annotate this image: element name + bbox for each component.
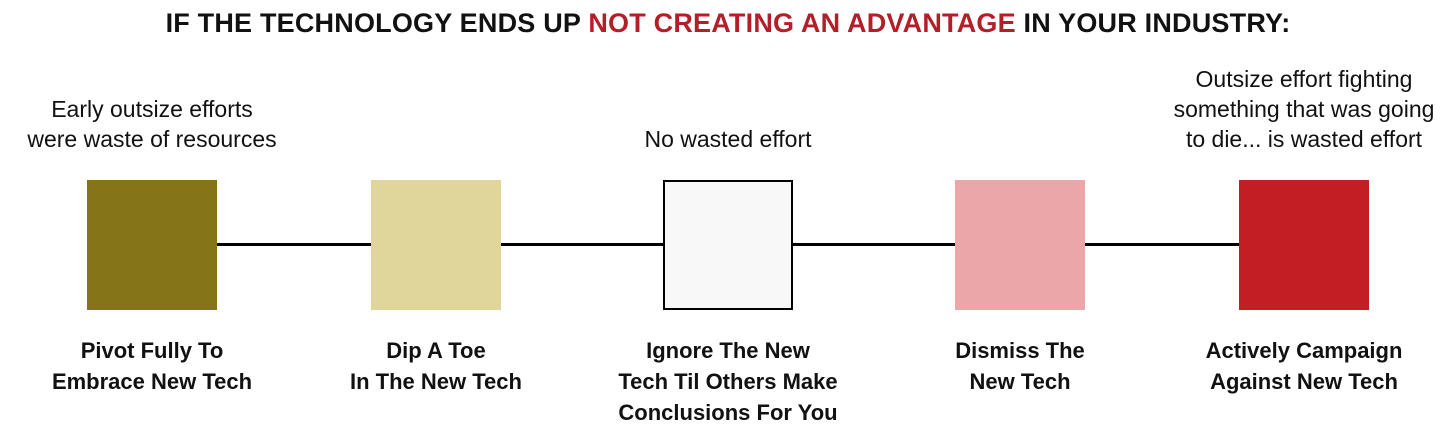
title-highlight: NOT CREATING AN ADVANTAGE <box>588 8 1016 38</box>
diagram-title: IF THE TECHNOLOGY ENDS UP NOT CREATING A… <box>0 8 1456 39</box>
stage-dismiss: Dismiss The New Tech <box>870 0 1170 437</box>
label-line: Pivot Fully To <box>80 338 224 363</box>
stage-color-box <box>663 180 793 310</box>
label-line: Dismiss The <box>955 338 1085 363</box>
stage-label: Dip A Toe In The New Tech <box>286 335 586 397</box>
stage-label: Ignore The New Tech Til Others Make Conc… <box>578 335 878 428</box>
stage-dip-a-toe: Dip A Toe In The New Tech <box>286 0 586 437</box>
stage-ignore: No wasted effort Ignore The New Tech Til… <box>578 0 878 437</box>
stage-label: Dismiss The New Tech <box>870 335 1170 397</box>
note-line: Outsize effort fighting <box>1195 66 1413 92</box>
note-line: something that was going <box>1173 96 1435 122</box>
label-line: Ignore The New <box>646 338 810 363</box>
stage-pivot-fully: Early outsize efforts were waste of reso… <box>2 0 302 437</box>
note-line: No wasted effort <box>644 126 812 152</box>
stage-color-box <box>371 180 501 310</box>
label-line: Dip A Toe <box>386 338 486 363</box>
label-line: Embrace New Tech <box>51 369 253 394</box>
note-line: were waste of resources <box>27 126 277 152</box>
label-line: Tech Til Others Make <box>618 369 838 394</box>
label-line: Conclusions For You <box>618 400 838 425</box>
title-suffix: IN YOUR INDUSTRY: <box>1015 8 1291 38</box>
stage-label: Actively Campaign Against New Tech <box>1154 335 1454 397</box>
label-line: In The New Tech <box>350 369 522 394</box>
stage-note: Outsize effort fighting something that w… <box>1154 64 1454 154</box>
stage-color-box <box>87 180 217 310</box>
note-line: Early outsize efforts <box>51 96 253 122</box>
note-line: to die... is wasted effort <box>1185 126 1423 152</box>
stage-note: Early outsize efforts were waste of reso… <box>2 94 302 154</box>
stage-label: Pivot Fully To Embrace New Tech <box>2 335 302 397</box>
label-line: New Tech <box>969 369 1071 394</box>
label-line: Against New Tech <box>1210 369 1398 394</box>
title-prefix: IF THE TECHNOLOGY ENDS UP <box>165 8 589 38</box>
stage-actively-campaign: Outsize effort fighting something that w… <box>1154 0 1454 437</box>
stage-color-box <box>955 180 1085 310</box>
stage-note: No wasted effort <box>578 124 878 154</box>
label-line: Actively Campaign <box>1205 338 1403 363</box>
stage-color-box <box>1239 180 1369 310</box>
